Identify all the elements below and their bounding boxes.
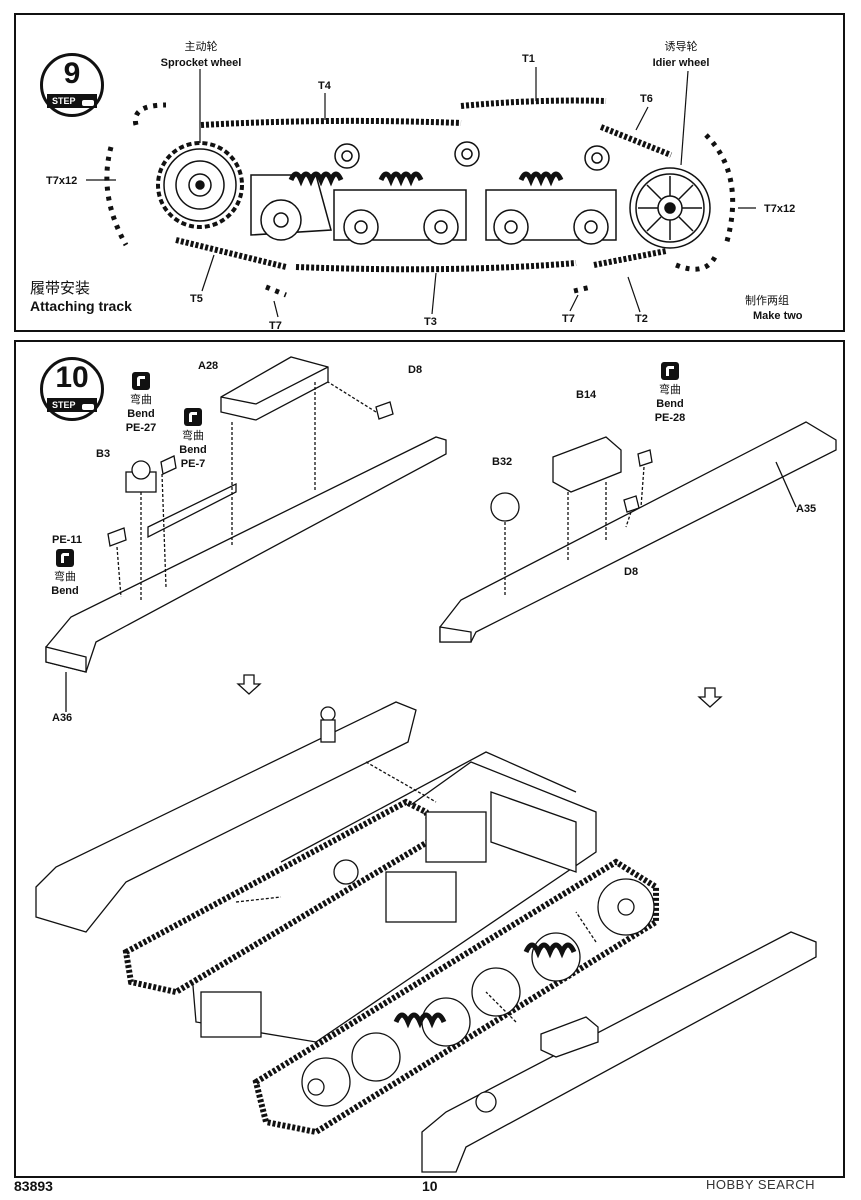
part-a35-label: A35 bbox=[796, 503, 817, 515]
part-t1-label: T1 bbox=[522, 53, 535, 65]
part-t7x12-left-label: T7x12 bbox=[46, 175, 78, 187]
bend-en: Bend bbox=[51, 585, 79, 597]
part-pe11-label: PE-11 bbox=[52, 534, 82, 546]
bend-cn: 弯曲 bbox=[182, 430, 204, 442]
watermark: HOBBY SEARCH bbox=[706, 1177, 816, 1192]
track-assembly-drawing bbox=[86, 67, 756, 318]
bend-icon bbox=[132, 372, 150, 390]
part-a28-label: A28 bbox=[198, 360, 219, 372]
step-9-title-cn: 履带安装 bbox=[30, 280, 91, 297]
part-d8-left-label: D8 bbox=[408, 364, 423, 376]
sprocket-label-cn: 主动轮 bbox=[184, 41, 218, 53]
part-b14-label: B14 bbox=[576, 389, 597, 401]
part-b32-label: B32 bbox=[492, 456, 513, 468]
bend-en: Bend bbox=[179, 444, 207, 456]
step-9-title-en: Attaching track bbox=[30, 298, 132, 314]
part-b3-label: B3 bbox=[96, 448, 111, 460]
bend-cn: 弯曲 bbox=[54, 571, 76, 583]
bend-part: PE-28 bbox=[654, 412, 686, 424]
fender-assembly-drawing bbox=[35, 356, 837, 1173]
idler-label-cn: 诱导轮 bbox=[664, 41, 698, 53]
step-10-panel: 10 STEP 弯曲 Bend PE-27 弯曲 Bend PE-7 PE-11… bbox=[14, 340, 845, 1178]
tank-icon bbox=[82, 404, 94, 410]
part-t4-label: T4 bbox=[318, 80, 331, 92]
bend-cn: 弯曲 bbox=[659, 384, 681, 396]
part-t6-label: T6 bbox=[640, 93, 653, 105]
step-number: 9 bbox=[63, 57, 81, 90]
step-10-badge: 10 STEP bbox=[40, 357, 104, 421]
kit-number: 83893 bbox=[14, 1178, 53, 1194]
tank-icon bbox=[82, 100, 94, 106]
part-t3-label: T3 bbox=[424, 316, 437, 328]
bend-icon bbox=[661, 362, 679, 380]
make-two-en: Make two bbox=[753, 310, 803, 322]
bend-en: Bend bbox=[656, 398, 684, 410]
idler-label-en: Idier wheel bbox=[652, 57, 710, 69]
bend-icon bbox=[56, 549, 74, 567]
step-number: 10 bbox=[55, 361, 89, 394]
part-t7-right-label: T7 bbox=[562, 313, 575, 325]
step-9-panel: 9 STEP 主动轮 Sprocket wheel 诱导轮 Idier whee… bbox=[14, 13, 845, 332]
step-9-badge: 9 STEP bbox=[40, 53, 104, 117]
arrow-down-icon bbox=[236, 674, 723, 708]
bend-part: PE-7 bbox=[180, 458, 206, 470]
part-t2-label: T2 bbox=[635, 313, 648, 325]
part-t7x12-right-label: T7x12 bbox=[764, 203, 796, 215]
bend-part: PE-27 bbox=[125, 422, 157, 434]
bend-icon bbox=[184, 408, 202, 426]
part-d8-right-label: D8 bbox=[624, 566, 639, 578]
page-number: 10 bbox=[422, 1178, 438, 1194]
bend-en: Bend bbox=[127, 408, 155, 420]
part-a36-label: A36 bbox=[52, 712, 73, 724]
make-two-cn: 制作两组 bbox=[745, 295, 789, 307]
bend-cn: 弯曲 bbox=[130, 394, 152, 406]
part-t5-label: T5 bbox=[190, 293, 203, 305]
sprocket-label-en: Sprocket wheel bbox=[160, 57, 242, 69]
part-t7-left-label: T7 bbox=[269, 320, 282, 332]
